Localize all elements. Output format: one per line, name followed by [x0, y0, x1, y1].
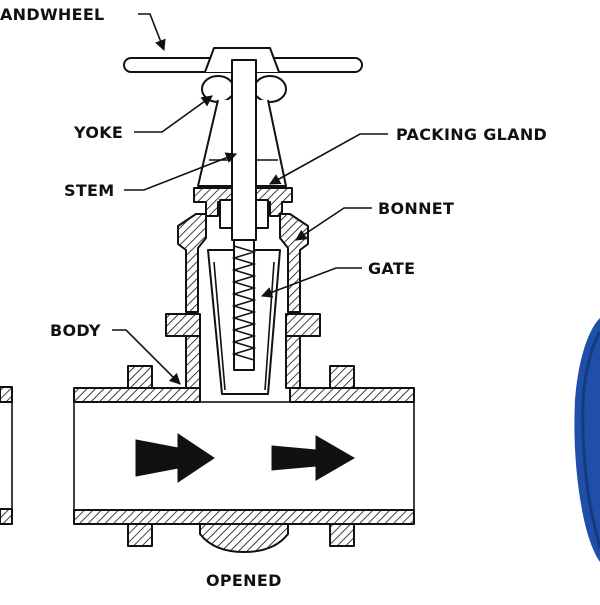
leader-lines	[112, 13, 388, 385]
flow-arrow-right	[271, 435, 355, 481]
flow-arrows	[135, 433, 355, 483]
label-stem: STEM	[64, 181, 115, 200]
valve-body	[73, 335, 415, 553]
caption-opened: OPENED	[206, 571, 282, 590]
blue-valve-photo-fragment	[574, 318, 600, 562]
labels: ANDWHEEL YOKE STEM PACKING GLAND BONNET …	[0, 5, 547, 590]
label-bonnet: BONNET	[378, 199, 454, 218]
label-gate: GATE	[368, 259, 415, 278]
left-partial-pipe	[0, 386, 13, 525]
label-packing-gland: PACKING GLAND	[396, 125, 547, 144]
label-body: BODY	[50, 321, 101, 340]
label-handwheel: ANDWHEEL	[0, 5, 105, 24]
flow-arrow-left	[135, 433, 215, 483]
stem	[231, 59, 257, 371]
label-yoke: YOKE	[73, 123, 123, 142]
